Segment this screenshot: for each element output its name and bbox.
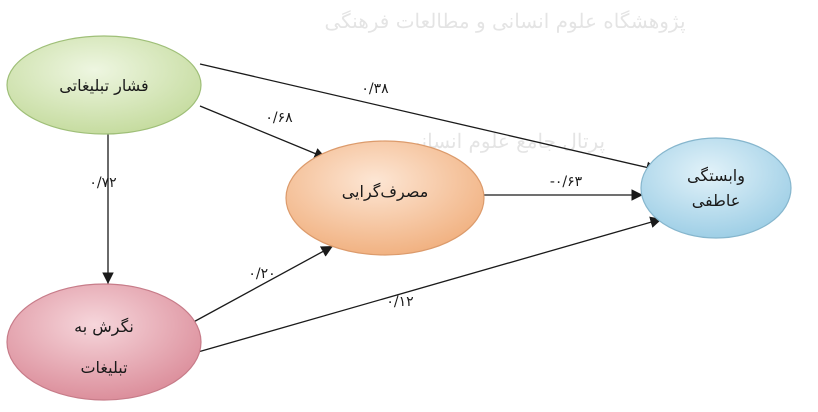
coef-pressure-to-consumerism: ۰/۶۸ bbox=[265, 110, 293, 126]
node-advertising-pressure-label: فشار تبلیغاتی bbox=[59, 76, 148, 96]
node-attitude-label-line2: تبلیغات bbox=[80, 358, 127, 377]
node-consumerism-label: مصرف‌گرایی bbox=[342, 182, 429, 202]
node-attachment-label-line2: عاطفی bbox=[692, 191, 741, 210]
watermark: پژوهشگاه علوم انسانی و مطالعات فرهنگی پر… bbox=[324, 9, 685, 153]
watermark-line-2: پرتال جامع علوم انسانی bbox=[405, 129, 605, 153]
edge-attitude-to-attachment bbox=[197, 216, 663, 353]
coef-attitude-to-consumerism: ۰/۲۰ bbox=[248, 266, 275, 282]
node-advertising-pressure: فشار تبلیغاتی bbox=[6, 35, 202, 135]
coef-consumerism-to-attachment: -۰/۶۳ bbox=[550, 174, 583, 190]
coef-attitude-to-attachment: ۰/۱۲ bbox=[386, 294, 413, 310]
coefficients: ۰/۳۸ ۰/۶۸ ۰/۷۲ -۰/۶۳ ۰/۲۰ ۰/۱۲ bbox=[89, 81, 582, 310]
node-attitude-label-line1: نگرش به bbox=[74, 317, 134, 337]
node-attachment-label-line1: وابستگی bbox=[687, 166, 745, 186]
node-attitude-to-advertising: نگرش به تبلیغات bbox=[6, 283, 202, 401]
coef-pressure-to-attachment: ۰/۳۸ bbox=[361, 81, 389, 97]
edge-pressure-to-consumerism bbox=[199, 105, 327, 159]
node-emotional-attachment: وابستگی عاطفی bbox=[640, 137, 792, 239]
node-consumerism: مصرف‌گرایی bbox=[285, 140, 485, 256]
coef-pressure-to-attitude: ۰/۷۲ bbox=[89, 175, 116, 191]
edges bbox=[102, 63, 663, 353]
edge-pressure-to-attachment bbox=[199, 63, 659, 174]
watermark-line-1: پژوهشگاه علوم انسانی و مطالعات فرهنگی bbox=[324, 9, 685, 33]
edge-attitude-to-consumerism bbox=[187, 245, 334, 326]
